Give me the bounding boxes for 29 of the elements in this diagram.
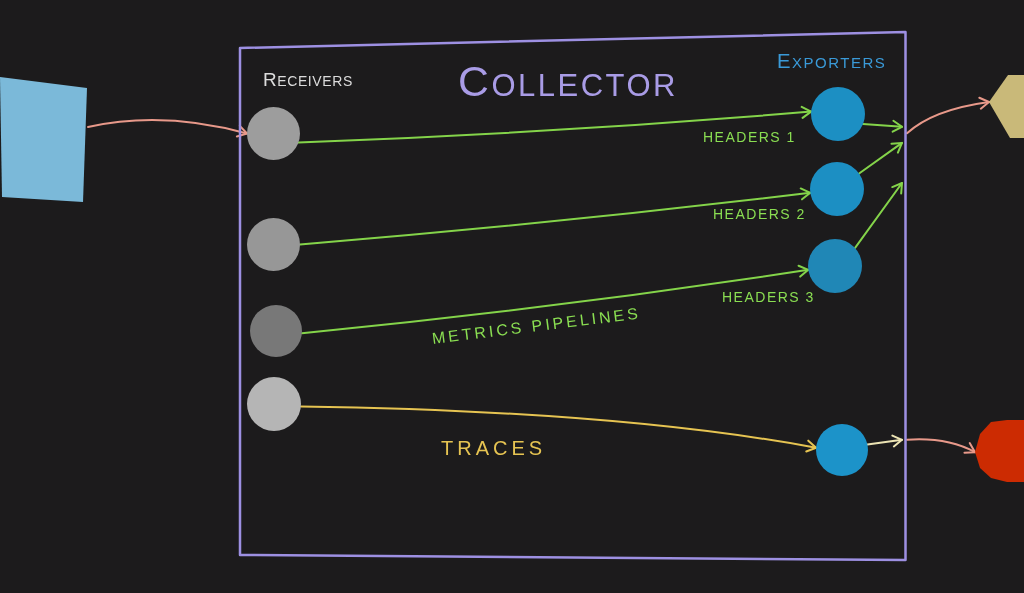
source-block <box>0 77 88 202</box>
receiver-circle <box>250 305 302 357</box>
arrow <box>858 141 903 175</box>
arrow <box>87 119 248 138</box>
column-heading: RECEIVERS <box>263 70 353 91</box>
arrow <box>854 182 903 249</box>
exporter-circle <box>808 239 862 293</box>
exporter-circle <box>810 162 864 216</box>
exporter-circle <box>811 87 865 141</box>
receiver-circle <box>247 218 300 271</box>
frame-title: COLLECTOR <box>458 60 678 103</box>
arrow <box>300 264 810 335</box>
exporter-circle <box>816 424 868 476</box>
receiver-circle <box>247 377 301 431</box>
arrow <box>862 119 903 133</box>
arrow <box>866 434 903 448</box>
arrow <box>906 96 990 135</box>
column-heading: EXPORTERS <box>777 50 887 73</box>
arrow <box>906 438 976 455</box>
arrow <box>299 187 812 246</box>
destination-hexagon <box>989 74 1024 139</box>
exporter-caption: HEADERS 1 <box>703 130 796 146</box>
arrow <box>299 405 818 453</box>
group-label: METRICS PIPELINES <box>430 304 642 348</box>
destination-octagon <box>975 420 1024 482</box>
receiver-circle <box>247 107 300 160</box>
arrow <box>297 105 813 144</box>
exporter-caption: HEADERS 2 <box>713 207 806 223</box>
exporter-caption: HEADERS 3 <box>722 290 815 306</box>
